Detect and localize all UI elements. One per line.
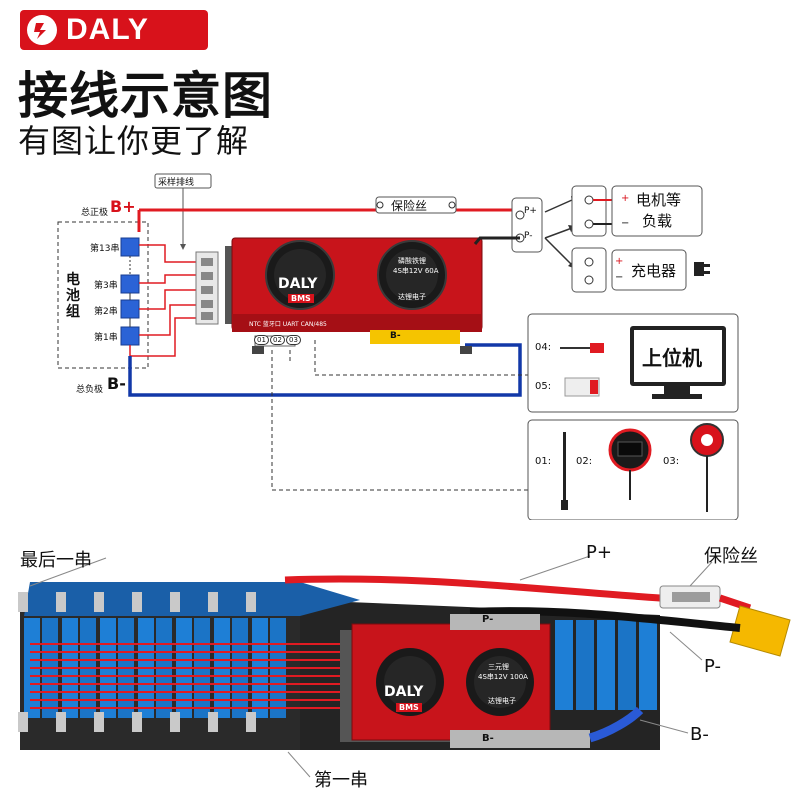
cell-1 <box>120 326 140 346</box>
photo-p-plus-label: P+ <box>586 542 612 563</box>
total-positive-label: 总正极 <box>81 208 109 218</box>
p-plus-terminal-label: P+ <box>524 206 537 216</box>
bluetooth-module-icon <box>690 423 724 512</box>
daly-logo-icon <box>27 15 57 45</box>
monitor-icon <box>630 326 726 399</box>
plug-icon <box>694 262 704 276</box>
series-cells <box>120 237 140 346</box>
page-title: 接线示意图 <box>18 67 273 125</box>
load-plus-sign: + <box>621 193 630 204</box>
accessory-02-label: 02: <box>576 456 593 467</box>
accessory-01-label: 01: <box>535 456 552 467</box>
sampling-wires <box>129 244 196 357</box>
cell-2 <box>120 299 140 319</box>
photo-p-minus-label: P- <box>704 656 721 677</box>
first-series-label: 第一串 <box>314 770 368 791</box>
series-1-label: 第1串 <box>94 333 118 343</box>
charger-connector <box>571 247 710 293</box>
battery-pack-photo <box>18 555 791 778</box>
battery-pack-outline <box>57 221 149 369</box>
photo-p-minus-tab: P- <box>482 614 494 625</box>
p-minus-terminal-label: P- <box>524 231 533 241</box>
brand-name: DALY <box>66 13 149 46</box>
positive-cable <box>137 208 522 232</box>
board-brand: DALY <box>278 276 318 292</box>
photo-b-minus-label: B- <box>690 724 709 745</box>
accessory-03-label: 03: <box>663 456 680 467</box>
board-port-02: 02 <box>270 335 285 345</box>
board-port-01: 01 <box>254 335 269 345</box>
series-13-label: 第13串 <box>90 244 120 254</box>
board-maker: 达锂电子 <box>398 293 426 301</box>
page-subtitle: 有图让你更了解 <box>18 122 250 160</box>
accessory-04-label: 04: <box>535 342 552 353</box>
ntc-probe-icon <box>563 432 566 508</box>
sampling-cable-label: 采样排线 <box>158 178 195 188</box>
photo-fuse-label: 保险丝 <box>704 546 758 567</box>
board-spec: 4S串12V 60A <box>393 267 439 275</box>
cell-3 <box>120 274 140 294</box>
photo-board-brand: DALY <box>384 684 424 700</box>
cell-13 <box>120 237 140 257</box>
display-module-icon <box>608 428 652 500</box>
board-sub-brand: BMS <box>288 294 314 303</box>
last-series-label: 最后一串 <box>20 550 92 571</box>
negative-cable <box>128 343 522 397</box>
board-port-03: 03 <box>286 335 301 345</box>
photo-board-spec: 4S串12V 100A <box>478 673 528 681</box>
photo-board-maker: 达锂电子 <box>488 697 516 705</box>
board-model: 磷酸铁锂 <box>398 257 426 265</box>
charger-minus-sign: − <box>615 272 624 283</box>
bms-board <box>225 237 483 354</box>
accessory-05-label: 05: <box>535 381 552 392</box>
load-label-line1: 电机等 <box>636 191 682 209</box>
p-minus-cable <box>473 236 520 245</box>
fuse-label: 保险丝 <box>391 199 428 213</box>
charger-label: 充电器 <box>631 262 677 280</box>
load-minus-sign: − <box>621 218 630 229</box>
brand-logo: DALY <box>20 10 208 50</box>
total-positive-mark: B+ <box>110 197 136 216</box>
photo-board-sub: BMS <box>396 703 422 712</box>
board-port-labels: NTC 蓝牙口 UART CAN/485 <box>249 321 327 328</box>
photo-b-minus-tab: B- <box>482 733 494 744</box>
total-negative-label: 总负极 <box>76 385 104 395</box>
load-connector <box>571 185 703 237</box>
wiring-diagram <box>57 173 739 520</box>
board-b-minus: B- <box>390 331 401 341</box>
photo-board-model: 三元锂 <box>488 663 509 671</box>
battery-pack-label: 电池组 <box>66 272 80 320</box>
charger-plus-sign: + <box>615 256 624 267</box>
series-2-label: 第2串 <box>94 307 118 317</box>
fuse-box <box>375 196 457 214</box>
total-negative-mark: B- <box>107 374 126 393</box>
upper-computer-label: 上位机 <box>642 346 702 370</box>
series-3-label: 第3串 <box>94 281 118 291</box>
load-label-line2: 负载 <box>642 212 673 230</box>
